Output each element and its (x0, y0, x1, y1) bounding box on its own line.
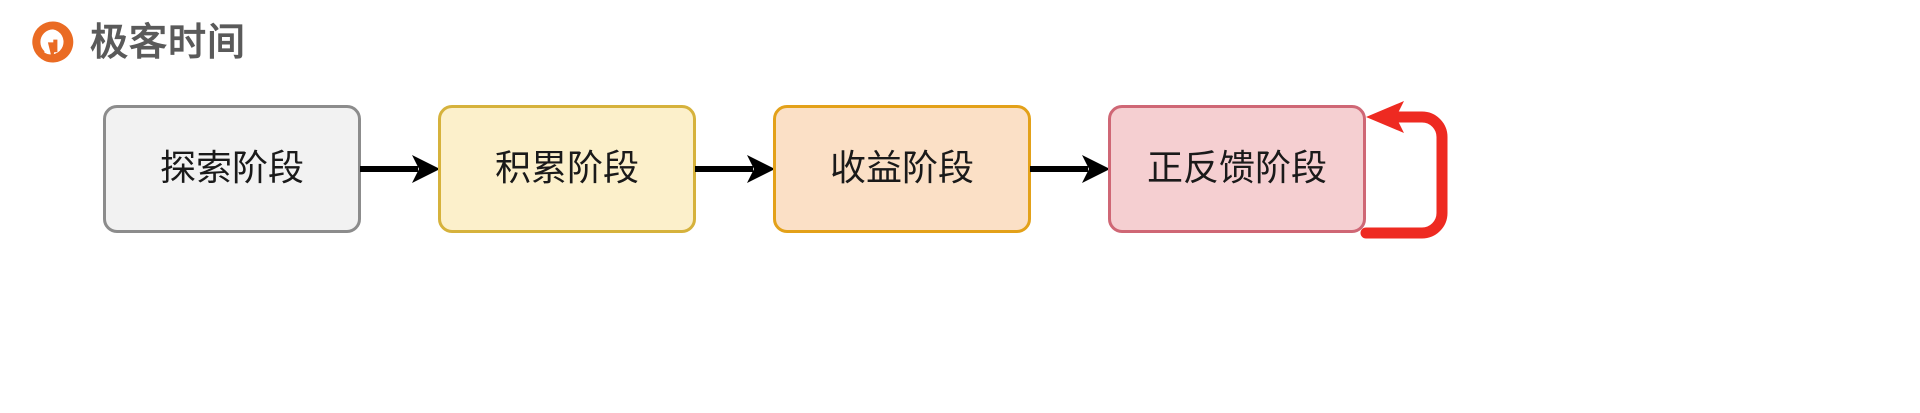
brand-logo: 极客时间 (30, 16, 246, 68)
brand-name: 极客时间 (90, 20, 247, 64)
flow-arrow-icon (695, 151, 775, 187)
flow-node-payoff[interactable]: 收益阶段 (773, 105, 1031, 233)
flow-arrow-icon (1030, 151, 1110, 187)
loop-back-arrow-icon (1340, 95, 1500, 250)
geektime-ring-icon (30, 19, 76, 65)
flow-node-exploration[interactable]: 探索阶段 (103, 105, 361, 233)
flow-node-label: 收益阶段 (829, 148, 974, 189)
flow-node-accumulation[interactable]: 积累阶段 (438, 105, 696, 233)
flow-node-label: 探索阶段 (159, 148, 304, 189)
stage-flow-diagram: 探索阶段 积累阶段 收益阶段 正反馈阶段 (0, 101, 1920, 240)
flow-node-positive-feedback[interactable]: 正反馈阶段 (1108, 105, 1366, 233)
flow-node-label: 积累阶段 (494, 148, 639, 189)
flow-arrow-icon (360, 151, 440, 187)
flow-node-label: 正反馈阶段 (1146, 148, 1327, 189)
